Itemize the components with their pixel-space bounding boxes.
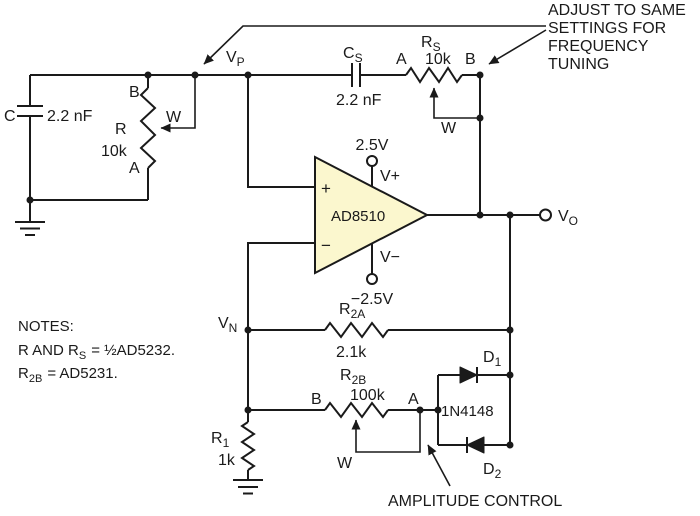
vplus-supply-terminal <box>366 155 378 167</box>
vo-terminal <box>539 208 552 222</box>
cs-value: 2.2 nF <box>336 92 382 109</box>
amplitude-control-label: AMPLITUDE CONTROL <box>388 493 562 510</box>
ground-symbol-left <box>15 221 45 236</box>
terminal-b-label: B <box>129 84 140 101</box>
r2b-terminal-a-label: A <box>408 391 419 408</box>
vp-label: VP <box>226 49 245 69</box>
vplus-supply-value: 2.5V <box>356 137 389 154</box>
resistor-r1 <box>240 421 256 471</box>
r1-value: 1k <box>218 452 236 469</box>
junction-dot <box>506 211 514 219</box>
wire <box>247 242 315 422</box>
junction-dot <box>416 406 424 414</box>
notes-line-2: R2B= AD5231. <box>18 365 118 385</box>
pot-r-value: 10k <box>101 143 128 160</box>
notes-line-1: R AND RS= ½AD5232. <box>18 342 175 362</box>
rs-terminal-w-label: W <box>441 120 457 137</box>
diode-d2 <box>466 436 485 454</box>
diode-d1 <box>459 366 478 384</box>
node-vp: VP <box>226 49 315 188</box>
frequency-annotation: ADJUST TO SAME SETTINGS FOR FREQUENCY TU… <box>203 2 686 73</box>
annotation-line-4: TUNING <box>548 56 609 73</box>
r2b-terminal-b-label: B <box>311 391 322 408</box>
leader-arrow-to-vp <box>203 25 546 65</box>
wiper-arrow-r <box>160 75 196 133</box>
wire <box>247 75 315 188</box>
output-branch: VO <box>427 208 578 228</box>
vo-label: VO <box>558 208 578 228</box>
junction-dot <box>476 71 484 79</box>
wiper-arrow-r2b <box>351 410 421 453</box>
vminus-pin-label: V− <box>380 249 400 266</box>
cs-label: CS <box>343 45 363 65</box>
opamp-part-number: AD8510 <box>331 208 385 225</box>
junction-dot <box>476 114 484 122</box>
capacitor-c-label: C <box>4 108 16 125</box>
annotation-line-1: ADJUST TO SAME <box>548 2 686 19</box>
terminal-w-label: W <box>166 109 182 126</box>
feedback-network: VN R2A 2.1k R2B 100k B A W D1 D2 1N4148 <box>211 215 511 495</box>
junction-dot <box>26 196 34 204</box>
junction-dot <box>244 406 252 414</box>
potentiometer-r2b <box>324 401 389 419</box>
leader-arrow-to-rs <box>488 29 547 65</box>
capacitor-c-value: 2.2 nF <box>47 108 93 125</box>
diode-part-number: 1N4148 <box>441 403 494 420</box>
junction-dot <box>244 326 252 334</box>
junction-dot <box>506 371 514 379</box>
series-rc-branch: CS 2.2 nF RS A 10k B W <box>248 34 481 215</box>
plus-input-sign: + <box>321 179 331 198</box>
wiper-arrow-rs <box>429 87 480 119</box>
junction-dot <box>506 441 514 449</box>
notes-block: NOTES: R AND RS= ½AD5232. R2B= AD5231. <box>18 318 175 385</box>
rs-label: RS <box>421 34 441 54</box>
r1-label: R1 <box>211 430 230 450</box>
r2b-terminal-w-label: W <box>337 455 353 472</box>
r2a-label: R2A <box>339 301 365 321</box>
rs-value: 10k <box>425 51 452 68</box>
junction-dot <box>434 406 442 414</box>
rs-terminal-a-label: A <box>396 51 407 68</box>
r2b-value: 100k <box>350 387 386 404</box>
junction-dot <box>144 71 152 79</box>
d1-label: D1 <box>483 349 502 369</box>
r2a-value: 2.1k <box>336 344 367 361</box>
leader-arrow-to-r2b-wiper <box>427 444 451 487</box>
d2-label: D2 <box>483 461 502 481</box>
ground-symbol-bottom <box>233 479 263 495</box>
annotation-line-3: FREQUENCY <box>548 38 649 55</box>
resistor-r2a <box>324 321 389 339</box>
input-rc-network: C 2.2 nF B A R 10k W <box>4 74 248 236</box>
rs-terminal-b-label: B <box>465 51 476 68</box>
amplitude-annotation: AMPLITUDE CONTROL <box>388 444 562 510</box>
pot-r-label: R <box>115 121 127 138</box>
opamp: + − AD8510 2.5V V+ V− −2.5V <box>314 137 430 308</box>
junction-dot <box>476 211 484 219</box>
junction-dot <box>506 326 514 334</box>
potentiometer-r <box>139 87 157 169</box>
vminus-supply-value: −2.5V <box>351 291 394 308</box>
annotation-line-2: SETTINGS FOR <box>548 20 666 37</box>
vminus-supply-terminal <box>366 273 378 285</box>
junction-dot <box>244 71 252 79</box>
diode-limiter: D1 D2 1N4148 <box>437 349 510 481</box>
vn-label: VN <box>218 315 237 335</box>
junction-dot <box>191 71 199 79</box>
potentiometer-rs <box>405 66 463 84</box>
notes-title: NOTES: <box>18 318 74 335</box>
r2b-label: R2B <box>340 367 366 387</box>
junction-dots <box>26 71 514 449</box>
terminal-a-label: A <box>129 160 140 177</box>
minus-input-sign: − <box>321 236 331 255</box>
vplus-pin-label: V+ <box>380 168 400 185</box>
